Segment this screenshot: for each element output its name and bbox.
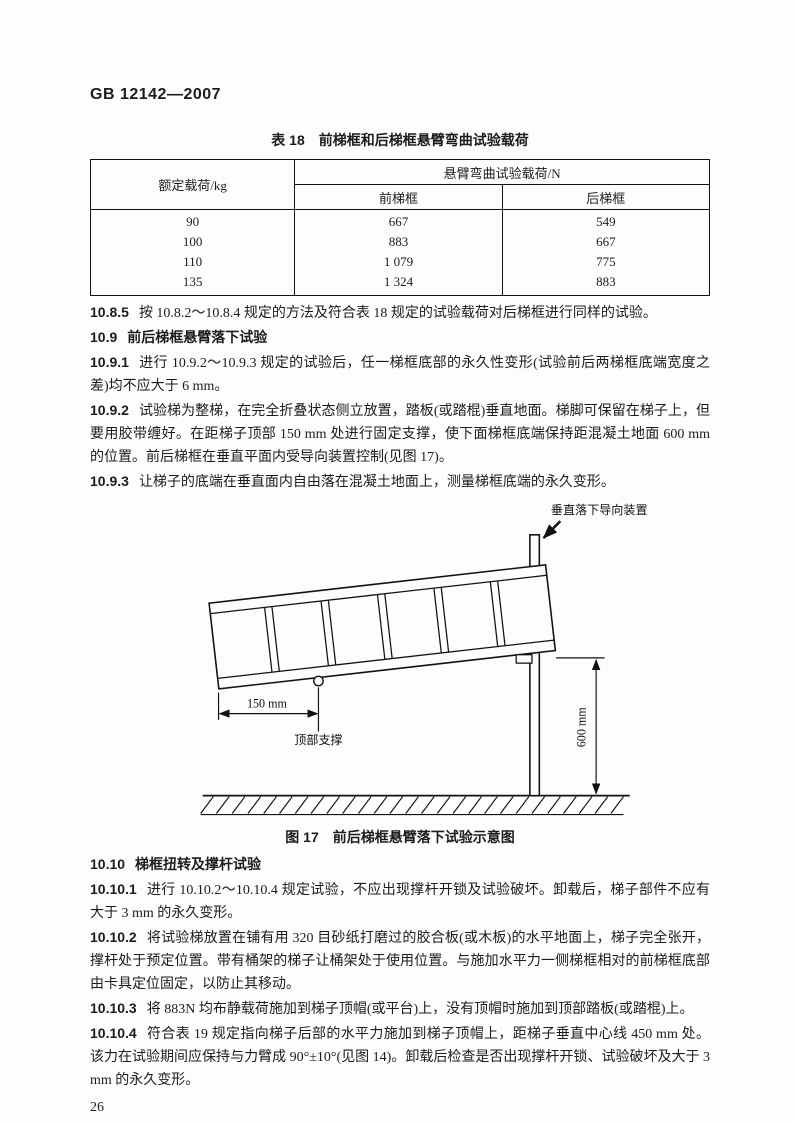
guide-callout-arrow <box>542 520 561 539</box>
clause-number: 10.9.2 <box>90 402 129 418</box>
col-header-front-rail: 前梯框 <box>294 184 503 210</box>
table-header-row-1: 额定载荷/kg 悬臂弯曲试验载荷/N <box>89 159 710 210</box>
col-header-rated-load: 额定载荷/kg <box>89 159 296 210</box>
dimension-600mm <box>555 657 605 795</box>
clause-10-10-3: 10.10.3 将 883N 均布静载荷施加到梯子顶帽(或平台)上，没有顶帽时施加… <box>90 997 710 1021</box>
clause-text: 进行 10.10.2～10.10.4 规定试验，不应出现撑杆开锁及试验破坏。卸载… <box>90 883 710 921</box>
support-bracket <box>515 654 533 664</box>
clause-text: 进行 10.9.2～10.9.3 规定的试验后，任一梯框底部的永久性变形(试验前… <box>90 356 710 394</box>
cell-front: 883 <box>294 232 503 252</box>
clause-10-8-5: 10.8.5 按 10.8.2～10.8.4 规定的方法及符合表 18 规定的试验… <box>90 301 710 325</box>
clause-text: 按 10.8.2～10.8.4 规定的方法及符合表 18 规定的试验载荷对后梯框… <box>138 306 657 321</box>
clause-heading-text: 前后梯框悬臂落下试验 <box>127 329 268 345</box>
col-header-test-load: 悬臂弯曲试验载荷/N <box>294 159 710 185</box>
page-number: 26 <box>90 1100 104 1115</box>
folded-ladder <box>207 563 556 690</box>
concrete-ground <box>199 794 630 816</box>
clause-text: 符合表 19 规定指向梯子后部的水平力施加到梯子顶帽上，距梯子垂直中心线 450… <box>90 1027 710 1088</box>
table-header-row-2: 前梯框 后梯框 <box>91 184 711 210</box>
ladder-drop-test-diagram: 150 mm 顶部支撑 600 mm 垂直落下导向装置 <box>199 502 647 816</box>
ladder-rungs <box>263 580 506 673</box>
cell-front: 1 324 <box>294 272 503 296</box>
dim-150-label: 150 mm <box>246 696 287 710</box>
table-row: 110 1 079 775 <box>89 252 711 272</box>
cell-load: 110 <box>89 252 296 272</box>
clause-number: 10.8.5 <box>90 304 129 320</box>
clause-10-10-heading: 10.10 梯框扭转及撑杆试验 <box>90 853 710 877</box>
cell-rear: 549 <box>501 209 711 232</box>
clause-number: 10.10.2 <box>90 929 137 945</box>
clause-number: 10.9 <box>90 329 118 345</box>
cell-load: 90 <box>89 209 296 232</box>
clause-10-9-3: 10.9.3 让梯子的底端在垂直面内自由落在混凝土地面上，测量梯框底端的永久变形。 <box>90 470 710 494</box>
clause-heading-text: 梯框扭转及撑杆试验 <box>135 856 262 872</box>
figure-17-caption: 图 17 前后梯框悬臂落下试验示意图 <box>285 829 515 845</box>
clause-text: 将试验梯放置在铺有用 320 目砂纸打磨过的胶合板(或木板)的水平地面上，梯子完… <box>90 931 710 992</box>
dim-600-label: 600 mm <box>574 707 588 748</box>
cell-rear: 883 <box>501 272 711 296</box>
standard-number: GB 12142—2007 <box>90 86 222 103</box>
top-support-label: 顶部支撑 <box>294 732 342 747</box>
cell-load: 135 <box>89 272 296 296</box>
clause-number: 10.10.1 <box>90 881 137 897</box>
guide-device-label: 垂直落下导向装置 <box>550 502 647 517</box>
clause-number: 10.10 <box>90 856 126 872</box>
clause-text: 将 883N 均布静载荷施加到梯子顶帽(或平台)上，没有顶帽时施加到顶部踏板(或… <box>146 1002 694 1017</box>
clause-text: 让梯子的底端在垂直面内自由落在混凝土地面上，测量梯框底端的永久变形。 <box>138 475 615 490</box>
clause-10-9-heading: 10.9 前后梯框悬臂落下试验 <box>90 326 710 350</box>
table-row: 90 667 549 <box>89 209 711 232</box>
clause-number: 10.9.1 <box>90 354 129 370</box>
dimension-150mm <box>217 687 319 732</box>
vertical-guide-post <box>528 534 540 797</box>
clause-number: 10.9.3 <box>90 473 129 489</box>
cell-rear: 775 <box>501 252 711 272</box>
table-row: 100 883 667 <box>89 232 711 252</box>
cell-front: 667 <box>294 209 503 232</box>
clause-text: 试验梯为整梯，在完全折叠状态侧立放置，踏板(或踏棍)垂直地面。梯脚可保留在梯子上… <box>90 404 710 465</box>
table-18: 额定载荷/kg 悬臂弯曲试验载荷/N 前梯框 后梯框 90 667 549 10… <box>89 159 711 296</box>
col-header-rear-rail: 后梯框 <box>501 184 711 210</box>
clause-number: 10.10.4 <box>90 1025 137 1041</box>
table-row: 135 1 324 883 <box>89 272 711 296</box>
cell-rear: 667 <box>501 232 711 252</box>
cell-load: 100 <box>89 232 296 252</box>
table-18-title: 表 18 前梯框和后梯框悬臂弯曲试验载荷 <box>271 132 529 148</box>
cell-front: 1 079 <box>294 252 503 272</box>
clause-number: 10.10.3 <box>90 1000 137 1016</box>
figure-17-drawing: 150 mm 顶部支撑 600 mm 垂直落下导向装置 <box>148 498 653 823</box>
top-support-pivot <box>312 675 324 687</box>
